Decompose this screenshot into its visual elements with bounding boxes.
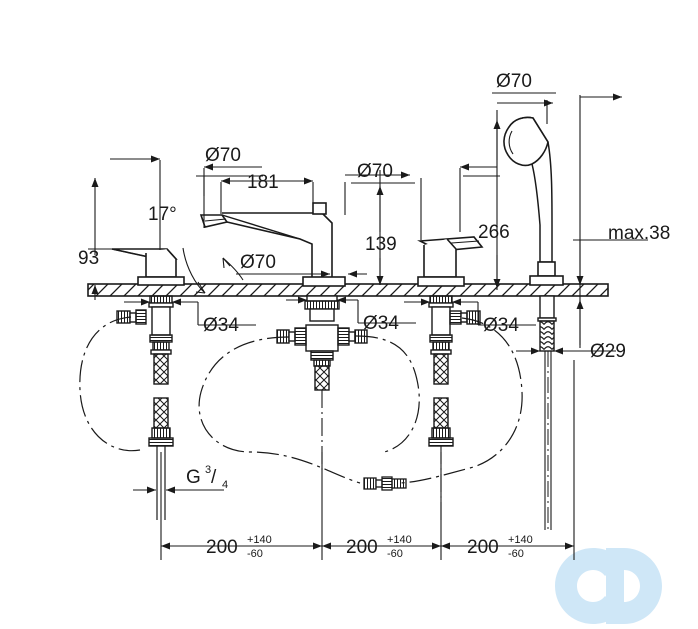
hose-thread-slash: / bbox=[211, 467, 217, 488]
spacing-3-minus: -60 bbox=[508, 548, 524, 560]
spacing-2-plus: +140 bbox=[387, 534, 412, 546]
dim-angle: 17° bbox=[148, 204, 177, 225]
dim-shower-shank-dia: Ø29 bbox=[590, 341, 626, 362]
dim-spacing-3: 200 +140 -60 bbox=[467, 534, 533, 560]
dim-spout-reach: 181 bbox=[247, 172, 279, 193]
dim-shank-dia-2: Ø34 bbox=[363, 313, 399, 334]
valve-handle-right bbox=[417, 236, 484, 287]
valve-shank-right bbox=[428, 295, 481, 385]
spacing-1-nominal: 200 bbox=[206, 537, 238, 558]
dim-shank-dia-3: Ø34 bbox=[483, 315, 519, 336]
dim-shank-dia-1: Ø34 bbox=[203, 315, 239, 336]
hand-shower bbox=[503, 116, 564, 286]
shower-shank bbox=[537, 295, 557, 530]
inline-coupling bbox=[363, 476, 407, 491]
watermark-cd-logo bbox=[555, 548, 662, 624]
dim-spout-height: 93 bbox=[78, 248, 99, 269]
dim-hole-dia-3: Ø70 bbox=[357, 161, 393, 182]
deck-surface bbox=[87, 283, 609, 297]
tub-spout bbox=[199, 202, 346, 287]
hose-loop-right bbox=[399, 317, 523, 484]
hose-right-lower bbox=[428, 397, 454, 520]
dim-handle-height: 139 bbox=[365, 234, 397, 255]
hose-loop-center-right bbox=[355, 335, 420, 453]
dim-hole-dia-4: Ø70 bbox=[496, 71, 532, 92]
spacing-2-minus: -60 bbox=[387, 548, 403, 560]
hose-loop-center-left bbox=[198, 336, 361, 484]
hose-left-lower bbox=[148, 397, 174, 520]
dim-spacing-2: 200 +140 -60 bbox=[346, 534, 412, 560]
spout-shank-center bbox=[276, 295, 368, 470]
dim-spacing-1: 200 +140 -60 bbox=[206, 534, 272, 560]
hose-thread-numerator: 3 bbox=[205, 464, 211, 476]
spacing-1-minus: -60 bbox=[247, 548, 263, 560]
valve-handle-left bbox=[111, 248, 185, 286]
hose-loop-left bbox=[79, 316, 141, 452]
dimension-lines bbox=[88, 92, 648, 560]
dim-shower-height: 266 bbox=[478, 222, 510, 243]
valve-shank-left bbox=[116, 295, 174, 385]
spacing-3-plus: +140 bbox=[508, 534, 533, 546]
dim-deck-thickness: max.38 bbox=[608, 223, 670, 244]
hose-thread-denominator: 4 bbox=[222, 479, 228, 491]
spacing-3-nominal: 200 bbox=[467, 537, 499, 558]
hose-thread-letter: G bbox=[186, 467, 201, 488]
spacing-2-nominal: 200 bbox=[346, 537, 378, 558]
spacing-1-plus: +140 bbox=[247, 534, 272, 546]
dim-hole-dia-1: Ø70 bbox=[205, 145, 241, 166]
dim-hose-thread: G 3 / 4 bbox=[186, 464, 228, 491]
dim-hole-dia-2: Ø70 bbox=[240, 252, 276, 273]
